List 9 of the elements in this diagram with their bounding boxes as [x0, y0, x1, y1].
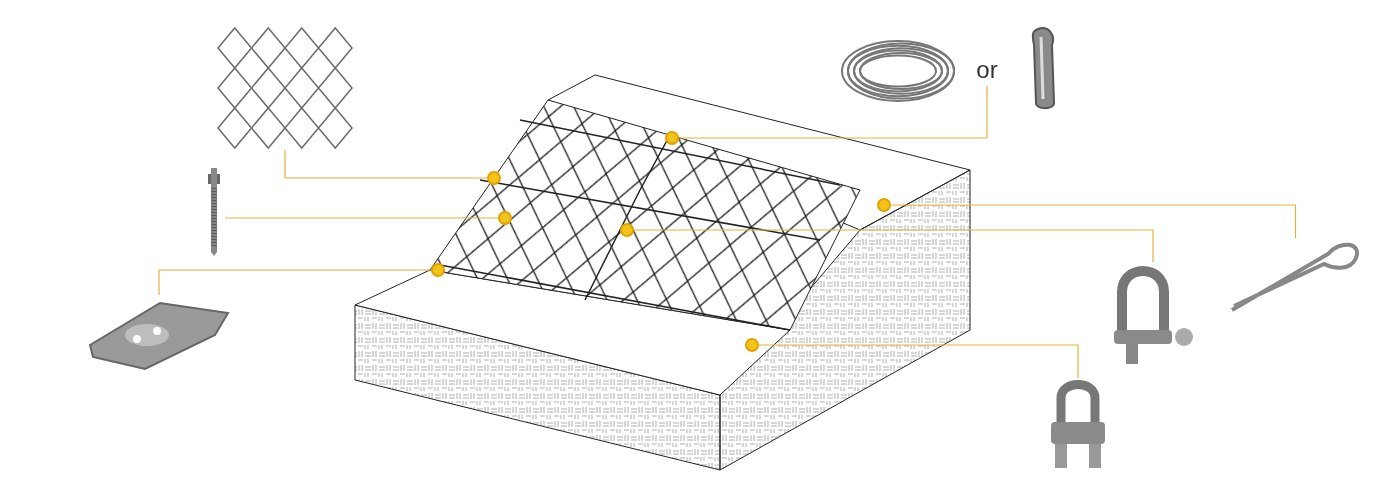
- connector-or-text: or: [976, 58, 998, 82]
- leader-line: [284, 149, 488, 179]
- leader-line: [890, 204, 1297, 239]
- mesh-panel-drawing: [215, 25, 355, 150]
- leader-line: [224, 217, 499, 219]
- leader-line: [758, 344, 1079, 379]
- leader-line: [158, 269, 432, 296]
- leader-line: [633, 229, 1154, 263]
- leader-line: [678, 85, 988, 139]
